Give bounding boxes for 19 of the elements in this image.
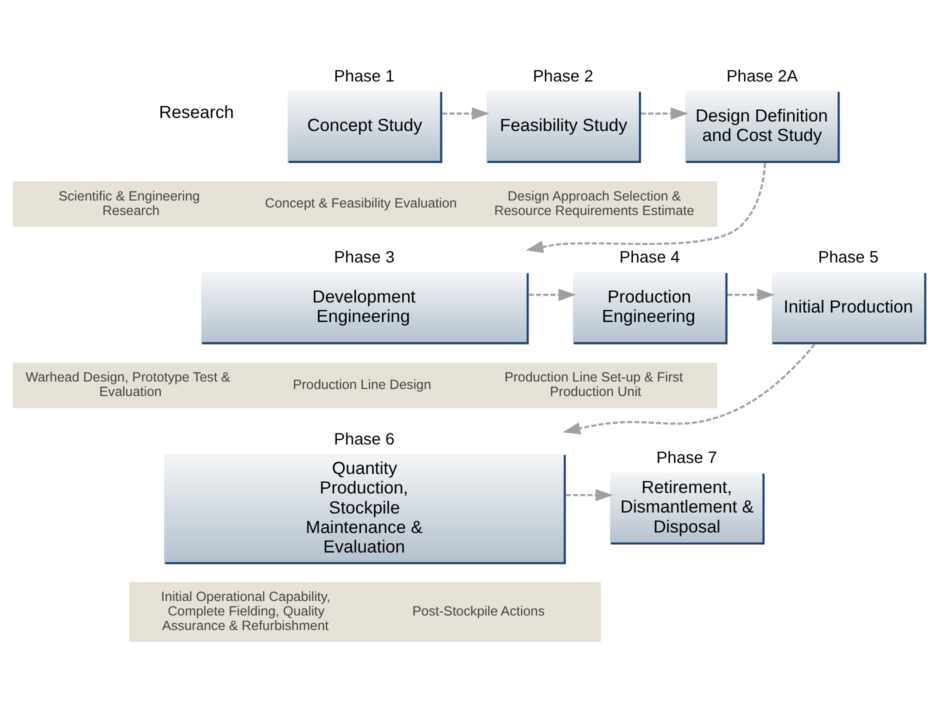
node-box: Warhead Design, Prototype Test & Evaluation Production Line Design Production Line Set-up & First Production Unit [12, 362, 718, 408]
node-label: Phase 2A [726, 67, 798, 86]
node-box: Scientific & Engineering Research Concept & Feasibility Evaluation Design Approach Selection & Resource Requirements Estimate [12, 182, 718, 227]
arrow [526, 162, 766, 253]
node-box: Initial Operational Capability, Complete Fielding, Quality Assurance & Refurbishment Post-Stockpile Actions [129, 582, 601, 642]
arrow [566, 488, 614, 502]
arrow [562, 344, 816, 434]
node-label: Phase 6 [334, 430, 395, 448]
node-label: Phase 5 [818, 248, 879, 267]
arrow [728, 288, 775, 301]
arrow [442, 107, 490, 120]
node-label: Phase 1 [334, 67, 395, 86]
node-label: Phase 4 [619, 248, 680, 267]
arrow [528, 288, 576, 301]
node-label: Phase 3 [334, 248, 395, 267]
node-label: Phase 7 [656, 448, 717, 467]
label: Research [158, 102, 234, 122]
arrow [640, 107, 688, 120]
node-label: Phase 2 [532, 67, 594, 86]
